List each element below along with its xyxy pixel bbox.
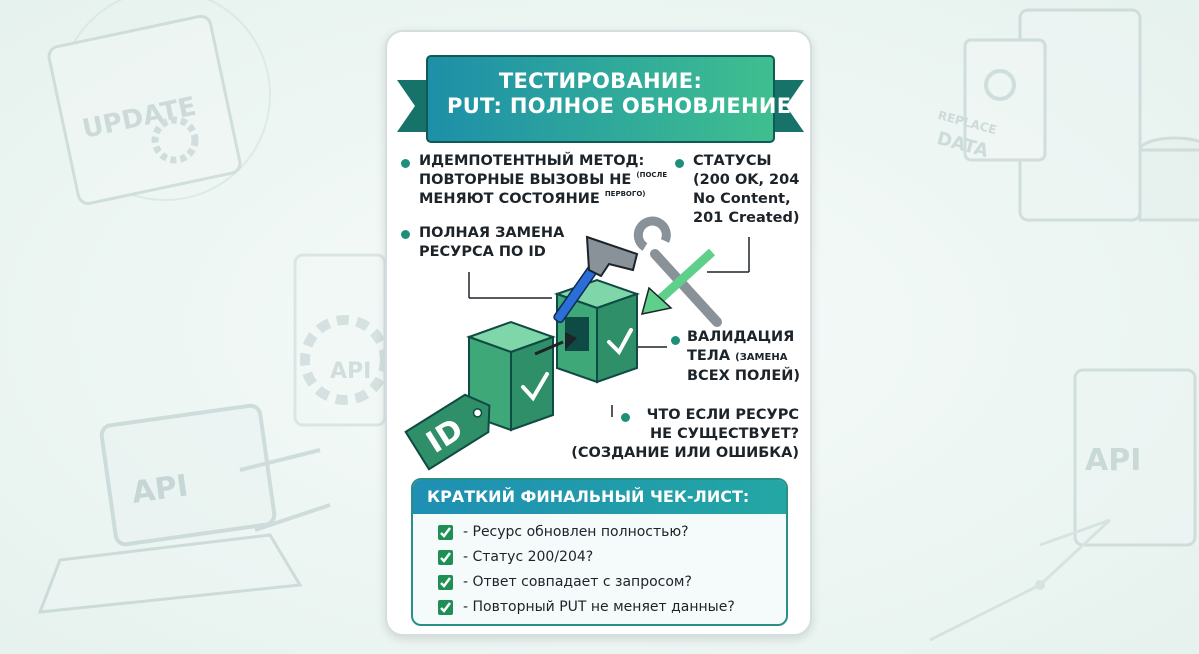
infographic-card: ТЕСТИРОВАНИЕ: PUT: ПОЛНОЕ ОБНОВЛЕНИЕ — [385, 30, 812, 636]
point-full-replace-line1: ПОЛНАЯ ЗАМЕНА — [419, 225, 565, 241]
point-idempotent-line3: МЕНЯЮТ СОСТОЯНИЕ ПЕРВОГО) — [419, 190, 667, 209]
checkmark-icon — [521, 372, 549, 402]
point-statuses-line1: СТАТУСЫ — [693, 153, 772, 169]
checklist-item: - Повторный PUT не меняет данные? — [413, 595, 786, 620]
checklist-item-text: - Повторный PUT не меняет данные? — [463, 599, 735, 615]
checklist-items: - Ресурс обновлен полностью? - Статус 20… — [413, 514, 786, 620]
point-missing-line3: (СОЗДАНИЕ ИЛИ ОШИБКА) — [571, 445, 799, 461]
point-missing-line1: ЧТО ЕСЛИ РЕСУРС — [646, 407, 799, 423]
checklist-item-text: - Статус 200/204? — [463, 549, 594, 565]
point-idempotent-line2: ПОВТОРНЫЕ ВЫЗОВЫ НЕ (ПОСЛЕ — [419, 171, 667, 190]
bullet-dot — [675, 159, 684, 168]
checklist-item: - Ответ совпадает с запросом? — [413, 570, 786, 595]
point-statuses-line3: No Content, — [693, 191, 791, 207]
point-validation-line2: ТЕЛА (ЗАМЕНА — [687, 347, 800, 367]
banner-title-line2: PUT: ПОЛНОЕ ОБНОВЛЕНИЕ — [447, 94, 792, 118]
bullet-dot — [621, 413, 630, 422]
checkbox-checked-icon — [438, 600, 453, 615]
banner-title-line1: ТЕСТИРОВАНИЕ: — [498, 69, 703, 93]
point-idempotent-note1: (ПОСЛЕ — [636, 171, 668, 179]
checklist-item-text: - Ресурс обновлен полностью? — [463, 524, 689, 540]
bullet-dot — [671, 336, 680, 345]
point-missing-line2: НЕ СУЩЕСТВУЕТ? — [649, 426, 799, 442]
checkbox-checked-icon — [438, 575, 453, 590]
final-checklist: КРАТКИЙ ФИНАЛЬНЫЙ ЧЕК-ЛИСТ: - Ресурс обн… — [411, 478, 788, 626]
database-icon: REPLACE DATA — [935, 8, 1199, 222]
refresh-icon — [984, 69, 1016, 101]
title-banner — [397, 55, 804, 143]
point-idempotent-note2: ПЕРВОГО) — [604, 190, 646, 198]
api-label-mid: API — [330, 359, 371, 384]
arrow-icon — [653, 248, 716, 306]
checklist-item: - Статус 200/204? — [413, 545, 786, 570]
point-statuses: СТАТУСЫ (200 OK, 204 No Content, 201 Cre… — [693, 152, 800, 228]
arrow-icon — [534, 340, 564, 356]
laptop-icon: API — [37, 403, 331, 614]
bullet-dot — [401, 230, 410, 239]
point-validation-line1: ВАЛИДАЦИЯ — [687, 329, 795, 345]
point-missing: ЧТО ЕСЛИ РЕСУРС НЕ СУЩЕСТВУЕТ? (СОЗДАНИЕ… — [559, 406, 799, 463]
checkbox-checked-icon — [438, 550, 453, 565]
point-validation-note1: (ЗАМЕНА — [735, 352, 788, 363]
checkmark-icon — [607, 328, 633, 356]
checklist-header: КРАТКИЙ ФИНАЛЬНЫЙ ЧЕК-ЛИСТ: — [413, 480, 786, 514]
api-label-left: API — [130, 468, 191, 511]
wrench-icon — [633, 216, 722, 327]
point-full-replace-line2: РЕСУРСА ПО ID — [419, 244, 546, 260]
point-full-replace: ПОЛНАЯ ЗАМЕНА РЕСУРСА ПО ID — [419, 224, 564, 262]
bullet-dot — [401, 159, 410, 168]
checklist-item-text: - Ответ совпадает с запросом? — [463, 574, 692, 590]
point-statuses-line2: (200 OK, 204 — [693, 172, 800, 188]
point-idempotent-line2-text: ПОВТОРНЫЕ ВЫЗОВЫ НЕ — [419, 172, 632, 188]
point-statuses-line4: 201 Created) — [693, 210, 800, 226]
point-idempotent-line3-text: МЕНЯЮТ СОСТОЯНИЕ — [419, 191, 600, 207]
point-idempotent-line1: ИДЕМПОТЕНТНЫЙ МЕТОД: — [419, 153, 645, 169]
hammer-icon — [553, 235, 639, 324]
checklist-item: - Ресурс обновлен полностью? — [413, 520, 786, 545]
point-validation-line3: ВСЕХ ПОЛЕЙ) — [687, 368, 800, 384]
point-idempotent: ИДЕМПОТЕНТНЫЙ МЕТОД: ПОВТОРНЫЕ ВЫЗОВЫ НЕ… — [419, 152, 667, 209]
browser-window-icon: API — [929, 368, 1197, 642]
update-window-icon: UPDATE — [47, 0, 271, 205]
illustration: ID — [404, 216, 750, 471]
api-label-right: API — [1085, 443, 1141, 478]
checkbox-checked-icon — [438, 525, 453, 540]
point-validation-line2-text: ТЕЛА — [687, 348, 731, 364]
point-validation: ВАЛИДАЦИЯ ТЕЛА (ЗАМЕНА ВСЕХ ПОЛЕЙ) — [687, 328, 800, 386]
